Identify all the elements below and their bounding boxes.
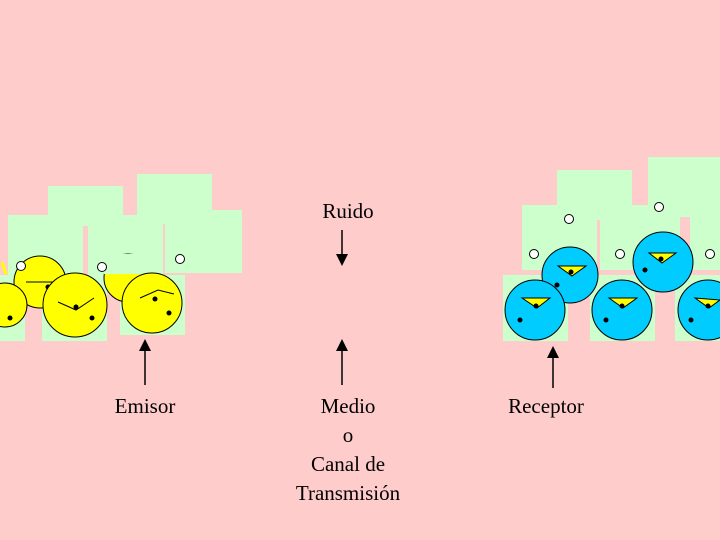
receptor-bubble: [565, 215, 574, 224]
ruido-label: Ruido: [300, 197, 396, 226]
receptor-bubble: [706, 250, 715, 259]
medio-line: Canal de: [270, 450, 426, 479]
receptor-face: [633, 232, 693, 292]
receptor-face: [678, 280, 720, 340]
emisor-face: [43, 273, 107, 337]
medio-label: Medio o Canal de Transmisión: [270, 392, 426, 508]
emisor-face: [122, 273, 182, 333]
receptor-face: [505, 280, 565, 340]
medio-line: Transmisión: [270, 479, 426, 508]
emisor-label: Emisor: [95, 392, 195, 421]
emisor-bubble: [176, 255, 185, 264]
medio-line: o: [270, 421, 426, 450]
receptor-bubble: [655, 203, 664, 212]
emisor-accent: [2, 262, 6, 274]
medio-line: Medio: [270, 392, 426, 421]
receptor-label: Receptor: [490, 392, 602, 421]
receptor-face: [592, 280, 652, 340]
receptor-bubble: [616, 250, 625, 259]
emisor-bubble: [17, 262, 26, 271]
emisor-bubble: [98, 263, 107, 272]
receptor-bubble: [530, 250, 539, 259]
